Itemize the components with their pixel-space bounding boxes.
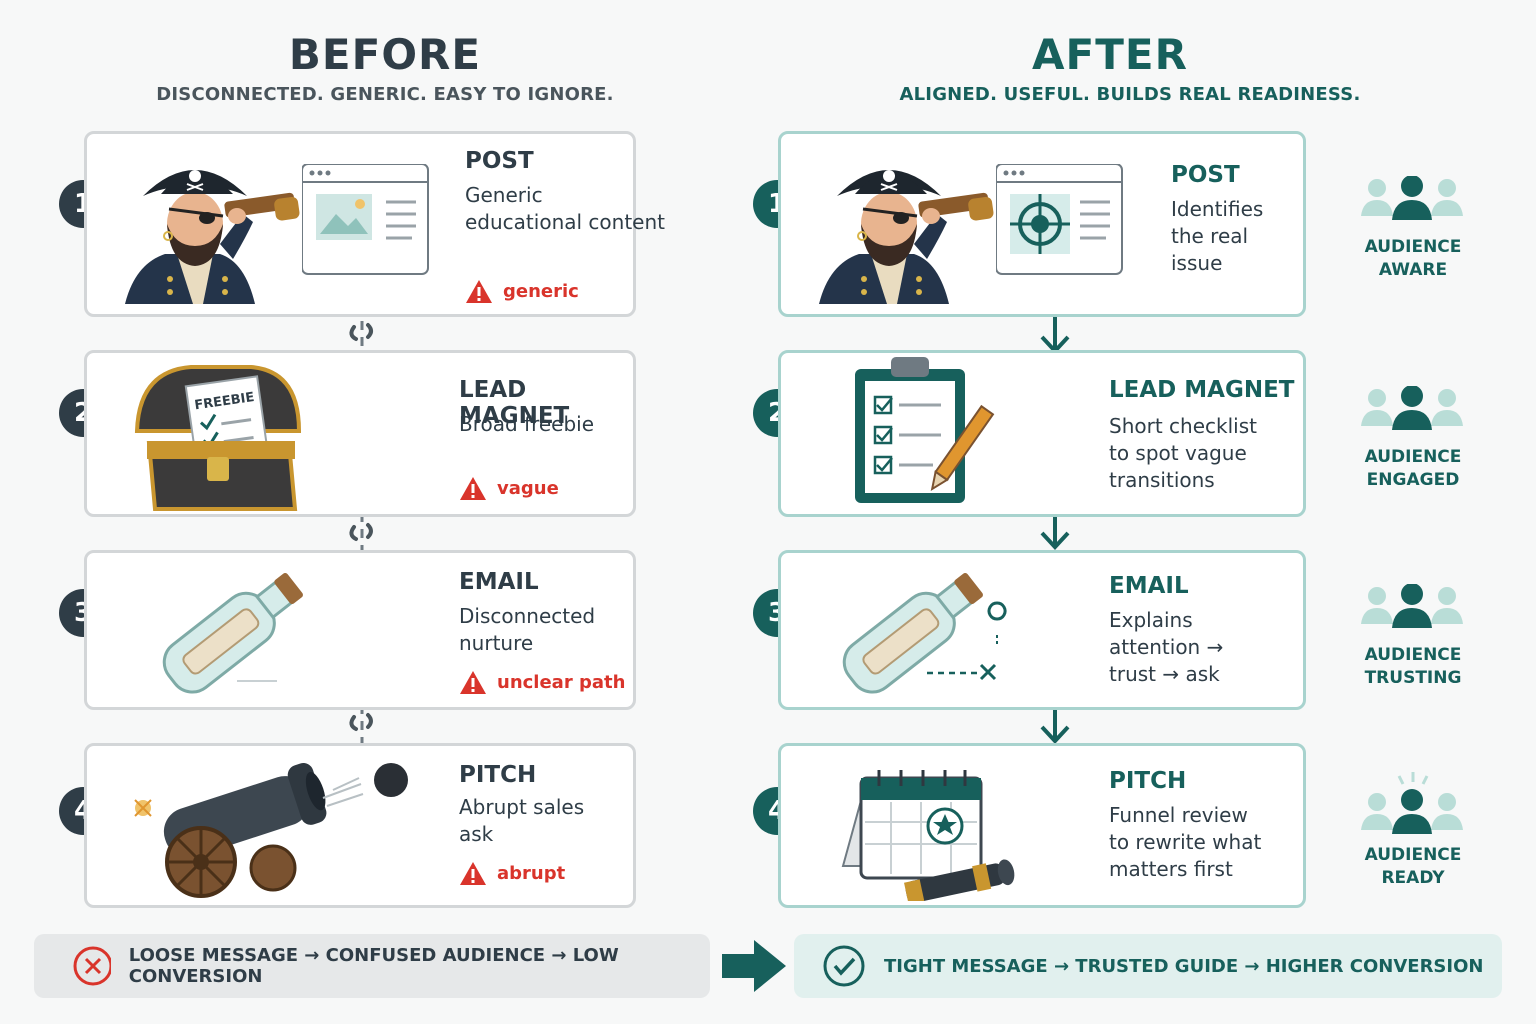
- before-step-card-email: EMAIL Disconnected nurture unclear path: [84, 550, 636, 710]
- step-description: Abrupt sales ask: [459, 795, 585, 846]
- step-description: Short checklist to spot vague transition…: [1109, 414, 1257, 492]
- x-circle-icon: [73, 946, 111, 986]
- audience-stage-label: AUDIENCE TRUSTING: [1364, 645, 1462, 688]
- step-description: Disconnected nurture: [459, 604, 596, 655]
- audience-stage: AUDIENCE READY: [1352, 770, 1474, 890]
- browser-target-icon: [996, 164, 1124, 276]
- warning-tag: generic: [465, 278, 579, 305]
- audience-stage-label: AUDIENCE READY: [1364, 845, 1462, 888]
- audience-stage: AUDIENCE ENGAGED: [1352, 385, 1474, 492]
- warning-tag: abrupt: [459, 860, 565, 887]
- step-title: PITCH: [1109, 768, 1187, 794]
- warning-tag: vague: [459, 475, 559, 502]
- before-subtitle: DISCONNECTED. GENERIC. EASY TO IGNORE.: [156, 84, 614, 105]
- audience-stage-label: AUDIENCE ENGAGED: [1364, 447, 1462, 490]
- step-title: POST: [465, 148, 534, 174]
- message-bottle-icon: [162, 572, 303, 694]
- check-circle-icon: [823, 945, 865, 987]
- warning-icon: [460, 862, 486, 885]
- after-step-card-post: POST Identifies the real issue: [778, 131, 1306, 317]
- warning-label: vague: [497, 478, 559, 499]
- step-description: Explains attention → trust → ask: [1109, 608, 1224, 686]
- cannon-icon: [134, 763, 408, 898]
- step-description: Identifies the real issue: [1171, 197, 1264, 275]
- step-title: LEAD MAGNET: [1109, 377, 1295, 403]
- before-step-card-lead-magnet: FREEBIE LEAD MAGNET Broad freebie vague: [84, 350, 636, 517]
- step-title: POST: [1171, 162, 1240, 188]
- before-summary-text: LOOSE MESSAGE → CONFUSED AUDIENCE → LOW …: [128, 945, 619, 987]
- audience-stage-label: AUDIENCE AWARE: [1364, 237, 1462, 280]
- after-step-card-email: EMAIL Explains attention → trust → ask: [778, 550, 1306, 710]
- step-title: LEAD MAGNET: [459, 377, 570, 429]
- warning-icon: [460, 671, 486, 694]
- after-step-card-lead-magnet: LEAD MAGNET Short checklist to spot vagu…: [778, 350, 1306, 517]
- step-title: EMAIL: [459, 569, 539, 595]
- warning-label: generic: [503, 281, 579, 302]
- before-title: BEFORE: [288, 30, 482, 79]
- message-bottle-map-icon: [842, 572, 1007, 694]
- warning-label: unclear path: [497, 672, 626, 693]
- before-step-card-pitch: PITCH Abrupt sales ask abrupt: [84, 743, 636, 908]
- after-summary-bar: TIGHT MESSAGE → TRUSTED GUIDE → HIGHER C…: [794, 934, 1502, 998]
- warning-tag: unclear path: [459, 669, 625, 696]
- warning-label: abrupt: [497, 863, 566, 884]
- clipboard-checklist-icon: [855, 357, 995, 503]
- before-step-card-post: POST Generic educational content generic: [84, 131, 665, 317]
- step-title: EMAIL: [1109, 573, 1189, 599]
- after-summary-text: TIGHT MESSAGE → TRUSTED GUIDE → HIGHER C…: [884, 955, 1484, 977]
- step-description: Generic educational content: [465, 183, 665, 234]
- audience-group-icon: [1361, 175, 1463, 220]
- before-summary-bar: LOOSE MESSAGE → CONFUSED AUDIENCE → LOW …: [34, 934, 710, 998]
- browser-image-icon: [302, 164, 430, 276]
- step-description: Funnel review to rewrite what matters fi…: [1109, 803, 1262, 881]
- pirate-spyglass-icon: [125, 168, 302, 306]
- warning-icon: [466, 280, 492, 303]
- transition-arrow-icon: [722, 940, 786, 992]
- pirate-spyglass-target-icon: [819, 168, 996, 306]
- after-title: AFTER: [1032, 30, 1188, 79]
- audience-stage: AUDIENCE AWARE: [1352, 175, 1474, 282]
- treasure-chest-icon: FREEBIE: [134, 365, 302, 511]
- step-title: PITCH: [459, 762, 537, 788]
- after-step-card-pitch: PITCH Funnel review to rewrite what matt…: [778, 743, 1306, 908]
- audience-stage: AUDIENCE TRUSTING: [1352, 583, 1474, 690]
- after-subtitle: ALIGNED. USEFUL. BUILDS REAL READINESS.: [899, 84, 1361, 105]
- warning-icon: [460, 477, 486, 500]
- audience-ready-icon: [1361, 772, 1463, 834]
- audience-group-icon: [1361, 583, 1463, 628]
- calendar-spyglass-icon: [841, 770, 1015, 901]
- step-description: Broad freebie: [459, 412, 595, 436]
- audience-group-icon: [1361, 385, 1463, 430]
